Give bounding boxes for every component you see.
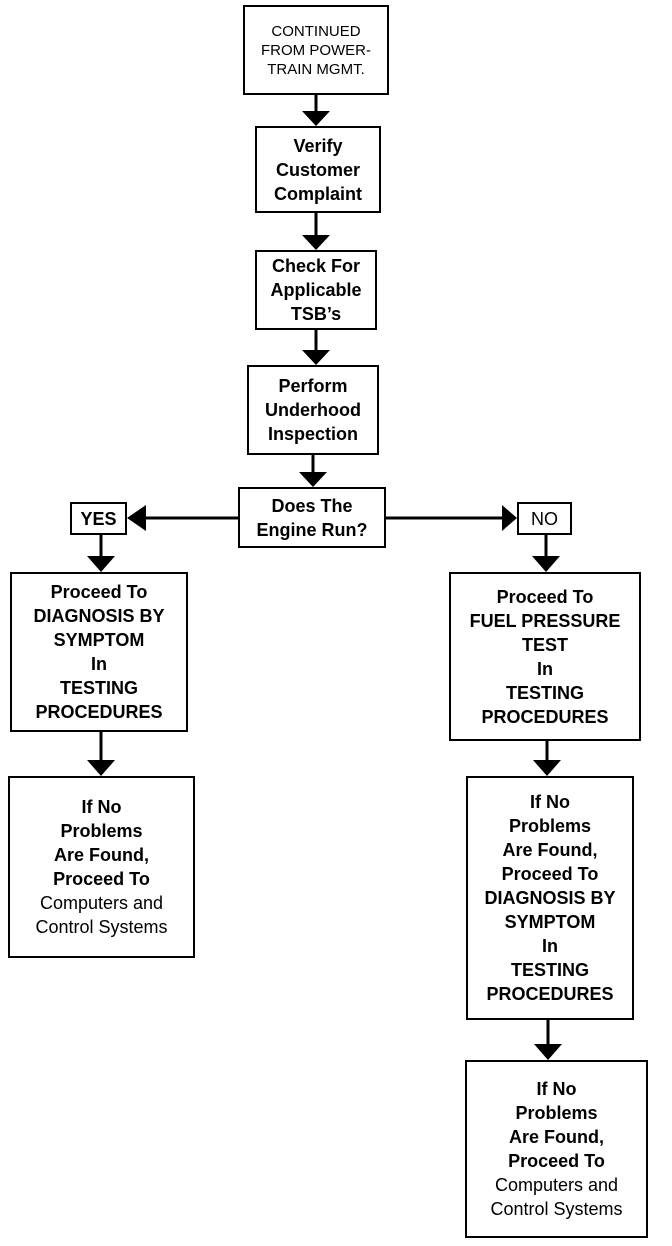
start-line-1: CONTINUED — [271, 22, 361, 40]
no-ifno-line-8: TESTING — [510, 960, 589, 980]
arrowhead-down-verify — [302, 111, 330, 126]
no-ifno-line-3: Are Found, — [502, 840, 598, 860]
verify-line-2: Customer — [275, 159, 360, 180]
yes-ifno-line-6: Control Systems — [35, 917, 168, 937]
engine-run-decision-box: Does The Engine Run? — [238, 487, 386, 548]
no-final-line-1: If No — [536, 1079, 577, 1099]
check-tsb-line-3: TSB’s — [290, 304, 342, 324]
no-final-box: If No Problems Are Found, Proceed To Com… — [465, 1060, 648, 1238]
arrowhead-down-yes-ifno — [87, 760, 115, 776]
arrowhead-down-no-final — [534, 1044, 562, 1060]
yes-label-box: YES — [70, 502, 127, 535]
arrowhead-down-decision — [299, 472, 327, 487]
no-final-line-5: Computers and — [494, 1175, 619, 1195]
no-proceed-line-5: TESTING — [505, 682, 584, 703]
start-line-3: TRAIN MGMT. — [267, 60, 365, 78]
decision-line-1: Does The — [271, 495, 353, 516]
no-if-no-problems-box: If No Problems Are Found, Proceed To DIA… — [466, 776, 634, 1020]
no-proceed-line-2: FUEL PRESSURE — [469, 610, 621, 631]
no-ifno-line-4: Proceed To — [501, 864, 599, 884]
yes-label: YES — [80, 508, 117, 529]
no-ifno-line-7: In — [542, 936, 558, 956]
yes-ifno-line-1: If No — [81, 797, 122, 817]
no-ifno-line-6: SYMPTOM — [504, 912, 596, 932]
no-label-box: NO — [517, 502, 572, 535]
arrowhead-down-no-ifno — [533, 760, 561, 776]
yes-proceed-line-6: PROCEDURES — [35, 702, 163, 722]
no-final-line-2: Problems — [515, 1103, 598, 1123]
no-ifno-line-1: If No — [530, 792, 570, 812]
no-final-line-6: Control Systems — [490, 1199, 623, 1219]
yes-proceed-line-5: TESTING — [59, 678, 138, 698]
no-ifno-line-9: PROCEDURES — [486, 984, 614, 1004]
yes-ifno-line-3: Are Found, — [54, 845, 149, 865]
arrowhead-down-inspection — [302, 350, 330, 365]
yes-ifno-line-5: Computers and — [39, 893, 164, 913]
arrowhead-down-yes-proceed — [87, 556, 115, 572]
verify-complaint-box: Verify Customer Complaint — [255, 126, 381, 213]
start-box: CONTINUED FROM POWER- TRAIN MGMT. — [243, 5, 389, 95]
yes-proceed-line-4: In — [91, 654, 107, 674]
decision-line-2: Engine Run? — [256, 519, 368, 540]
yes-proceed-diagnosis-box: Proceed To DIAGNOSIS BY SYMPTOM In TESTI… — [10, 572, 188, 732]
underhood-inspection-box: Perform Underhood Inspection — [247, 365, 379, 455]
no-proceed-line-4: In — [537, 658, 553, 679]
no-ifno-line-5: DIAGNOSIS BY — [484, 888, 616, 908]
arrowhead-right-no — [502, 505, 517, 531]
no-proceed-line-3: TEST — [521, 634, 568, 655]
check-tsb-box: Check For Applicable TSB’s — [255, 250, 377, 330]
check-tsb-line-1: Check For — [271, 256, 361, 276]
no-final-line-3: Are Found, — [509, 1127, 604, 1147]
arrowhead-down-no-proceed — [532, 556, 560, 572]
yes-proceed-line-3: SYMPTOM — [53, 630, 145, 650]
no-proceed-fuel-pressure-box: Proceed To FUEL PRESSURE TEST In TESTING… — [449, 572, 641, 741]
no-ifno-line-2: Problems — [508, 816, 592, 836]
yes-proceed-line-1: Proceed To — [50, 582, 148, 602]
no-label: NO — [531, 508, 558, 529]
yes-ifno-line-2: Problems — [60, 821, 143, 841]
check-tsb-line-2: Applicable — [270, 280, 362, 300]
inspection-line-2: Underhood — [265, 400, 361, 420]
start-line-2: FROM POWER- — [261, 41, 371, 59]
yes-if-no-problems-box: If No Problems Are Found, Proceed To Com… — [8, 776, 195, 958]
no-proceed-line-6: PROCEDURES — [481, 706, 609, 727]
verify-line-3: Complaint — [274, 183, 362, 204]
inspection-line-1: Perform — [278, 376, 348, 396]
yes-ifno-line-4: Proceed To — [53, 869, 150, 889]
inspection-line-3: Inspection — [267, 424, 358, 444]
verify-line-1: Verify — [293, 135, 343, 156]
arrowhead-left-yes — [127, 505, 146, 531]
yes-proceed-line-2: DIAGNOSIS BY — [33, 606, 165, 626]
no-final-line-4: Proceed To — [508, 1151, 605, 1171]
no-proceed-line-1: Proceed To — [496, 586, 594, 607]
arrowhead-down-check — [302, 235, 330, 250]
